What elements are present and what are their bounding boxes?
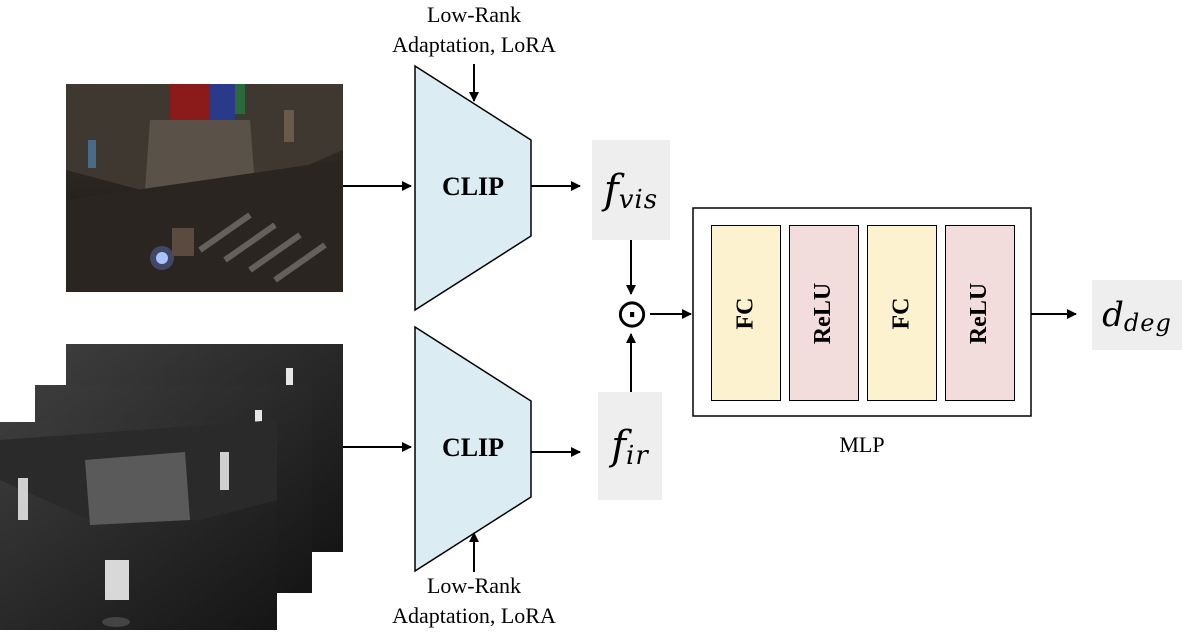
lora-label-bottom: Low-Rank Adaptation, LoRA: [360, 571, 588, 631]
fir-base: f: [611, 423, 627, 469]
ddeg-subscript: deg: [1123, 309, 1172, 337]
lora-bottom-line1: Low-Rank: [426, 573, 522, 598]
lora-bottom-line2: Adaptation, LoRA: [392, 603, 556, 628]
mlp-block-relu-1-label: ReLU: [810, 282, 837, 344]
arrows: [343, 64, 1077, 572]
clip-label-top: CLIP: [441, 172, 505, 201]
mlp-block-relu-2: ReLU: [945, 225, 1015, 401]
mlp-block-relu-1: ReLU: [789, 225, 859, 401]
mlp-block-fc-1: FC: [711, 225, 781, 401]
mlp-block-relu-2-label: ReLU: [966, 282, 993, 344]
mlp-caption: MLP: [839, 432, 885, 457]
mlp-block-fc-2: FC: [867, 225, 937, 401]
lora-top-line1: Low-Rank: [426, 2, 522, 27]
clip-encoder-top: [414, 64, 532, 312]
lora-top-line2: Adaptation, LoRA: [392, 32, 556, 57]
infrared-frame-stack: [0, 344, 343, 630]
lora-label-top: Low-Rank Adaptation, LoRA: [360, 0, 588, 60]
visible-night-scene-image: [66, 84, 343, 292]
fvis-base: f: [603, 167, 619, 213]
hadamard-product-icon: ⊙: [615, 291, 649, 337]
clip-encoder-bottom: [414, 325, 532, 573]
ddeg-base: d: [1102, 295, 1124, 335]
fir-subscript: ir: [626, 441, 649, 471]
mlp-block-fc-1-label: FC: [732, 297, 759, 329]
mlp-block-fc-2-label: FC: [888, 297, 915, 329]
fvis-subscript: vis: [618, 185, 659, 215]
clip-label-bottom: CLIP: [441, 433, 505, 462]
